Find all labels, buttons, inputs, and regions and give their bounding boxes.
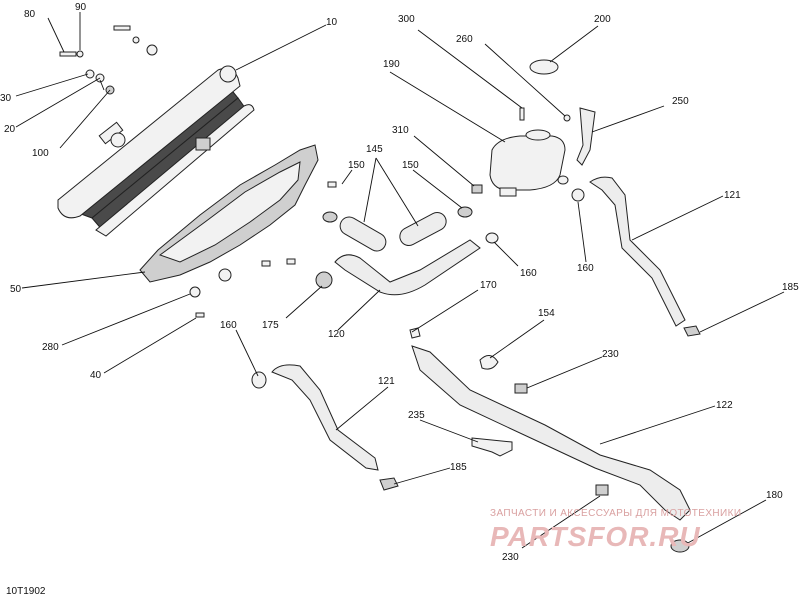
callout-145: 145 [366,144,383,155]
callout-121-left: 121 [378,376,395,387]
watermark-brand: PARTSFOR.RU [490,521,701,552]
callout-30: 30 [0,93,12,104]
fasteners-top [59,25,158,95]
callout-160-right: 160 [577,263,594,274]
diagram-id: 10T1902 [6,586,46,597]
bolts-middle [261,181,337,267]
callout-122: 122 [716,400,733,411]
callout-154: 154 [538,308,555,319]
hose-121-left [251,364,399,491]
hose-122 [409,327,691,553]
callout-40: 40 [90,370,102,381]
callout-235: 235 [408,410,425,421]
callout-185-left: 185 [450,462,467,473]
watermark: ЗАПЧАСТИ И АКСЕССУАРЫ ДЛЯ МОТОТЕХНИКИ PA… [490,508,741,552]
clamp-180 [670,539,690,553]
expansion-tank [471,59,596,197]
hose-145-a [339,216,387,252]
clamps-150 [322,206,473,223]
clamp-160-right [485,232,499,244]
radiator [57,65,255,237]
callout-120: 120 [328,329,345,340]
callout-260: 260 [456,34,473,45]
fan-shroud [139,144,319,318]
callout-200: 200 [594,14,611,25]
clamp-230-upper [514,383,528,394]
clip-154 [479,355,499,370]
hose-145-b [399,211,447,247]
callout-185-right: 185 [782,282,799,293]
callout-300: 300 [398,14,415,25]
callout-230-upper: 230 [602,349,619,360]
callout-100: 100 [32,148,49,159]
watermark-subtitle: ЗАПЧАСТИ И АКСЕССУАРЫ ДЛЯ МОТОТЕХНИКИ [490,508,741,519]
callout-170: 170 [480,280,497,291]
callout-90: 90 [75,2,87,13]
callout-280: 280 [42,342,59,353]
callout-150-right: 150 [402,160,419,171]
hose-121-right [571,176,701,337]
callout-160-left: 160 [220,320,237,331]
callout-50: 50 [10,284,22,295]
callout-160-mid: 160 [520,268,537,279]
cap-175 [315,271,333,289]
hose-120 [334,239,481,296]
callout-250: 250 [672,96,689,107]
callout-310: 310 [392,125,409,136]
callout-190: 190 [383,59,400,70]
callout-180: 180 [766,490,783,501]
bracket-235 [471,437,513,457]
callout-150-left: 150 [348,160,365,171]
cap-200 [529,59,559,75]
callout-20: 20 [4,124,16,135]
callout-80: 80 [24,9,36,20]
clamp-230-lower [595,484,609,496]
leader-lines [15,12,785,549]
callout-230-lower: 230 [502,552,519,563]
callout-175: 175 [262,320,279,331]
callout-labels: 80 90 30 20 100 10 50 280 40 160 175 150… [0,2,799,563]
callout-10: 10 [326,17,338,28]
callout-121-right: 121 [724,190,741,201]
